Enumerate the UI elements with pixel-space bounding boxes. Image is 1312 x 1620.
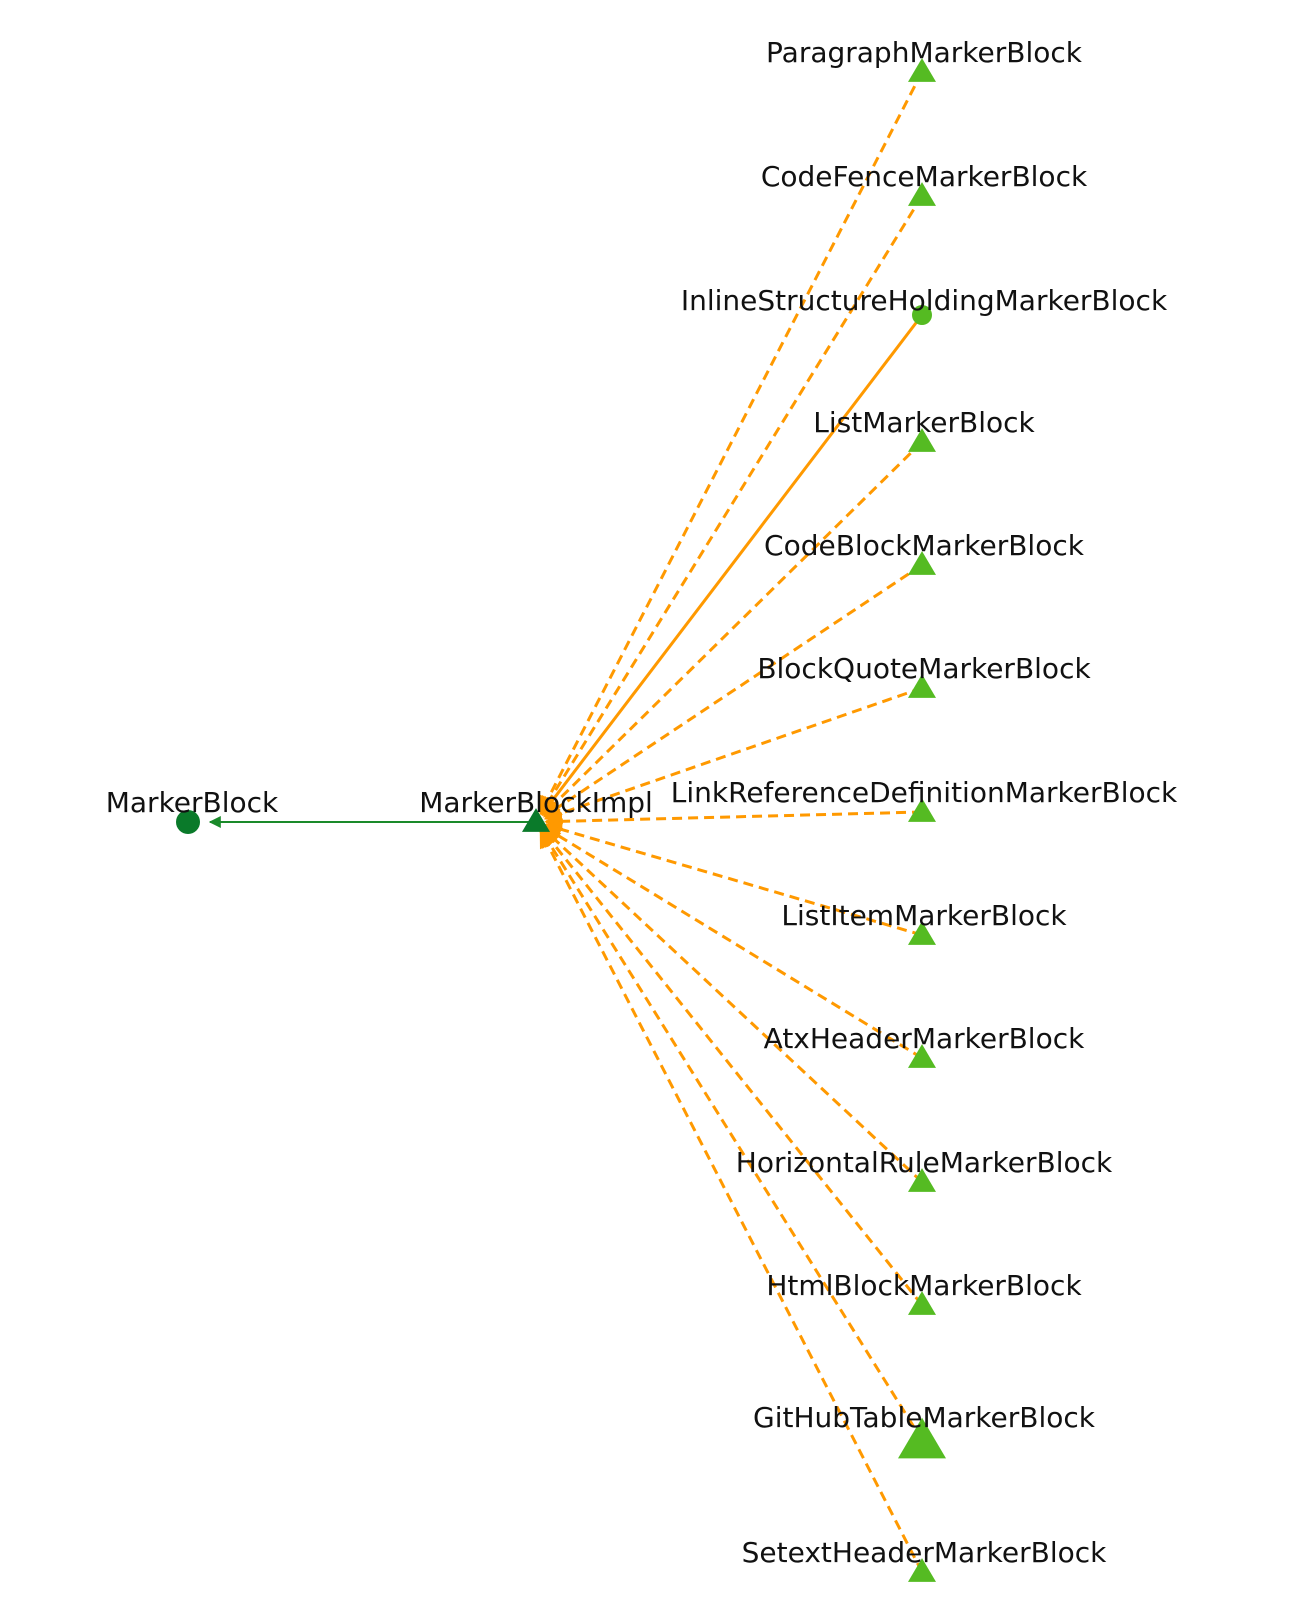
node-setext-header-marker-block-triangle-icon[interactable]	[908, 1558, 936, 1582]
node-list-marker-block-triangle-icon[interactable]	[908, 428, 936, 452]
edge-list-marker-block-to-marker-block-impl	[541, 440, 924, 817]
label-atx-header-marker-block: AtxHeaderMarkerBlock	[764, 1022, 1085, 1055]
node-paragraph-marker-block-triangle-icon[interactable]	[908, 58, 936, 82]
edge-setext-header-marker-block-to-marker-block-impl	[539, 829, 924, 1573]
node-code-fence-marker-block-triangle-icon[interactable]	[908, 182, 936, 206]
edge-code-block-marker-block-to-marker-block-impl	[542, 563, 923, 818]
node-html-block-marker-block-triangle-icon[interactable]	[908, 1291, 936, 1315]
label-git-hub-table-marker-block: GitHubTableMarkerBlock	[753, 1401, 1096, 1434]
edge-git-hub-table-marker-block-to-marker-block-impl	[540, 828, 924, 1441]
node-list-item-marker-block-triangle-icon[interactable]	[908, 921, 936, 945]
nodes-layer	[176, 58, 946, 1582]
edge-link-reference-definition-marker-block-to-marker-block-impl	[544, 810, 923, 831]
edge-atx-header-marker-block-to-marker-block-impl	[542, 825, 923, 1060]
edge-block-quote-marker-block-to-marker-block-impl	[543, 686, 923, 822]
node-inline-structure-holding-marker-block-circle-icon[interactable]	[912, 305, 932, 325]
node-horizontal-rule-marker-block-triangle-icon[interactable]	[908, 1168, 936, 1192]
label-horizontal-rule-marker-block: HorizontalRuleMarkerBlock	[736, 1146, 1113, 1179]
node-link-reference-definition-marker-block-triangle-icon[interactable]	[908, 798, 936, 822]
node-git-hub-table-marker-block-triangle-icon[interactable]	[898, 1417, 946, 1459]
edges-layer	[208, 71, 924, 1573]
node-marker-block-impl-triangle-icon[interactable]	[522, 808, 550, 832]
label-setext-header-marker-block: SetextHeaderMarkerBlock	[742, 1536, 1108, 1569]
edge-inline-structure-holding-marker-block-to-marker-block-impl	[540, 314, 924, 816]
label-link-reference-definition-marker-block: LinkReferenceDefinitionMarkerBlock	[671, 776, 1178, 809]
edge-paragraph-marker-block-to-marker-block-impl	[539, 71, 924, 815]
node-code-block-marker-block-triangle-icon[interactable]	[908, 551, 936, 575]
edge-list-item-marker-block-to-marker-block-impl	[543, 820, 923, 937]
label-block-quote-marker-block: BlockQuoteMarkerBlock	[757, 652, 1091, 685]
label-inline-structure-holding-marker-block: InlineStructureHoldingMarkerBlock	[681, 284, 1168, 317]
label-marker-block-impl: MarkerBlockImpl	[419, 786, 653, 819]
node-atx-header-marker-block-triangle-icon[interactable]	[908, 1044, 936, 1068]
label-code-fence-marker-block: CodeFenceMarkerBlock	[761, 160, 1088, 193]
label-list-marker-block: ListMarkerBlock	[813, 406, 1035, 439]
label-code-block-marker-block: CodeBlockMarkerBlock	[764, 529, 1085, 562]
label-list-item-marker-block: ListItemMarkerBlock	[781, 899, 1067, 932]
labels-layer: MarkerBlock MarkerBlockImpl ParagraphMarke…	[106, 36, 1178, 1569]
node-block-quote-marker-block-triangle-icon[interactable]	[908, 674, 936, 698]
edge-horizontal-rule-marker-block-to-marker-block-impl	[541, 827, 924, 1184]
label-marker-block: MarkerBlock	[106, 786, 279, 819]
label-paragraph-marker-block: ParagraphMarkerBlock	[766, 36, 1083, 69]
edge-html-block-marker-block-to-marker-block-impl	[541, 828, 924, 1306]
label-html-block-marker-block: HtmlBlockMarkerBlock	[766, 1269, 1082, 1302]
node-marker-block-circle-icon[interactable]	[176, 810, 200, 834]
edge-code-fence-marker-block-to-marker-block-impl	[539, 195, 924, 816]
